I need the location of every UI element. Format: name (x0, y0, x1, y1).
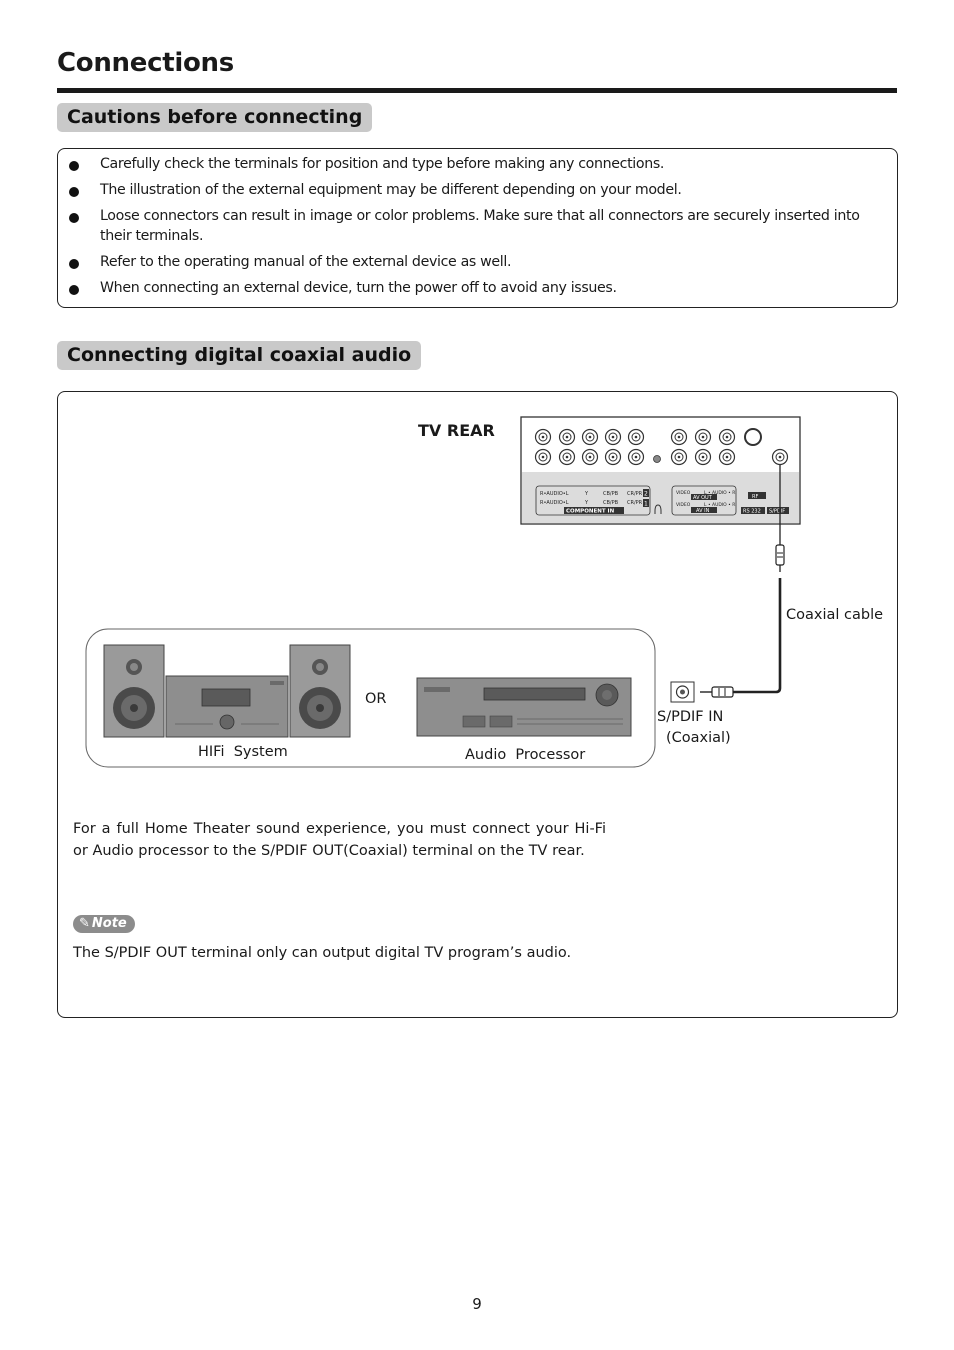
y-label-1: Y (584, 500, 589, 506)
bullet-icon (69, 161, 79, 171)
port-1-label: 1 (644, 501, 648, 508)
rs232-label: RS 232 (743, 509, 761, 515)
page-number: 9 (472, 1295, 482, 1313)
bullet-icon (69, 285, 79, 295)
tv-rear-panel: R•AUDIO•L R•AUDIO•L Y Y CB/PB CB/PB CR/P… (520, 416, 801, 525)
rca-jack (558, 428, 576, 446)
rca-jack (604, 428, 622, 446)
audio-processor-label: Audio Processor (465, 747, 586, 763)
list-item: When connecting an external device, turn… (60, 278, 890, 298)
coax-box (57, 391, 898, 1018)
audio-processor-illustration (416, 677, 632, 737)
rca-jack (627, 448, 645, 466)
cb-label-2: CB/PB (603, 491, 619, 497)
rf-label: RF (752, 494, 758, 500)
rca-jack (558, 448, 576, 466)
note-text: The S/PDIF OUT terminal only can output … (73, 945, 572, 961)
note-badge-label: Note (91, 916, 127, 931)
list-item: Loose connectors can result in image or … (60, 206, 890, 246)
audio-lr-label-out: L • AUDIO • R (704, 490, 735, 496)
video-label-in: VIDEO (676, 502, 691, 508)
hifi-system-label: HIFi System (198, 744, 288, 760)
av-out-label: AV OUT (693, 495, 713, 501)
rca-jack (718, 428, 736, 446)
bullet-icon (69, 187, 79, 197)
rca-jack (581, 448, 599, 466)
y-label-2: Y (584, 491, 589, 497)
equipment-enclosure (85, 628, 656, 768)
spdif-in-sub-label: (Coaxial) (666, 730, 731, 746)
r-audio-l-label-2: R•AUDIO•L (540, 491, 569, 497)
page-title: Connections (57, 48, 234, 78)
cautions-list: Carefully check the terminals for positi… (60, 154, 890, 304)
spdif-out-jack (771, 448, 789, 466)
rca-jack (694, 428, 712, 446)
coax-description: For a full Home Theater sound experience… (73, 821, 606, 859)
bullet-icon (69, 213, 79, 223)
rca-jack (670, 428, 688, 446)
rca-jack (718, 448, 736, 466)
cr-label-2: CR/PR (627, 491, 643, 497)
component-in-label: COMPONENT IN (566, 509, 615, 515)
rca-jack (534, 428, 552, 446)
cr-label-1: CR/PR (627, 500, 643, 506)
rca-jack (534, 448, 552, 466)
port-2-label: 2 (644, 491, 648, 498)
spdif-label: S/PDIF (769, 509, 785, 515)
list-item: Carefully check the terminals for positi… (60, 154, 890, 174)
caution-text: Carefully check the terminals for positi… (100, 156, 665, 172)
caution-text: The illustration of the external equipme… (100, 182, 682, 198)
caution-text: Refer to the operating manual of the ext… (100, 254, 512, 270)
title-rule (57, 88, 897, 93)
coaxial-cable-label: Coaxial cable (786, 607, 884, 623)
caution-text: Loose connectors can result in image or … (100, 208, 860, 244)
rf-connector (744, 428, 762, 446)
pencil-icon: ✎ (79, 916, 90, 931)
cb-label-1: CB/PB (603, 500, 619, 506)
list-item: Refer to the operating manual of the ext… (60, 252, 890, 272)
rca-jack (581, 428, 599, 446)
coaxial-cable (670, 465, 785, 703)
note-badge: ✎Note (73, 915, 135, 933)
cautions-heading: Cautions before connecting (57, 103, 373, 132)
tv-rear-label: TV REAR (418, 421, 495, 440)
rca-jack (670, 448, 688, 466)
hifi-system-illustration (103, 644, 351, 738)
rca-jacks (534, 428, 789, 466)
coax-heading: Connecting digital coaxial audio (57, 341, 422, 370)
r-audio-l-label-1: R•AUDIO•L (540, 500, 569, 506)
or-label: OR (365, 691, 387, 707)
screw-icon (653, 455, 661, 463)
list-item: The illustration of the external equipme… (60, 180, 890, 200)
rca-jack (627, 428, 645, 446)
spdif-in-label: S/PDIF IN (657, 709, 724, 725)
rca-jack (604, 448, 622, 466)
audio-lr-label-in: L • AUDIO • R (704, 502, 735, 508)
bullet-icon (69, 259, 79, 269)
av-in-label: AV IN (696, 508, 710, 514)
video-label-out: VIDEO (676, 490, 691, 496)
headphone-icon (654, 504, 662, 514)
rca-jack (694, 448, 712, 466)
cautions-box: Carefully check the terminals for positi… (57, 148, 898, 308)
caution-text: When connecting an external device, turn… (100, 280, 617, 296)
